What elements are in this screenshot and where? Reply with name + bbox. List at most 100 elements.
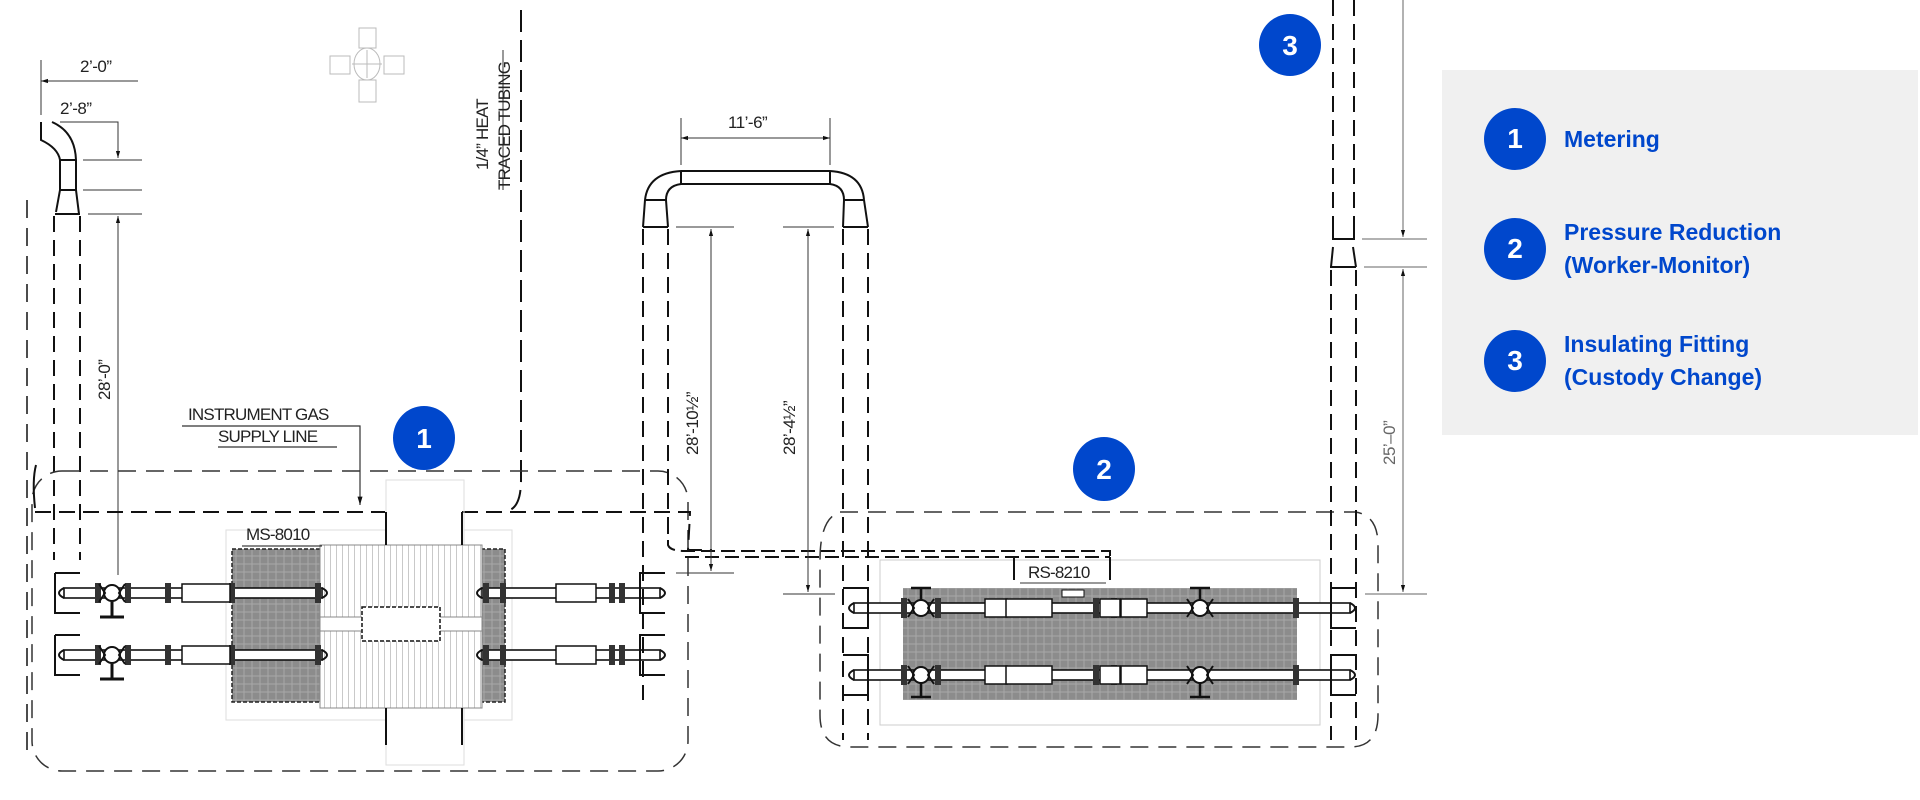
legend-label: Insulating Fitting (Custody Change) [1564,328,1762,394]
flange [483,583,489,603]
flange [1293,665,1299,685]
legend-item-pressure-reduction: 2 Pressure Reduction (Worker-Monitor) [1484,216,1781,282]
pipe-end-cap [476,649,483,661]
regulator-icon [1005,598,1053,618]
flange [95,583,101,603]
instrument-gas-label-1: INSTRUMENT GAS [188,405,329,424]
instrument-gas-leader [182,425,363,505]
valve-body [1186,598,1214,618]
flange [500,583,506,603]
valve-body [907,665,935,685]
dimension-left-offset [40,60,142,575]
pipe-support [1330,654,1356,696]
flange [609,645,615,665]
pipe-support [843,587,869,629]
dim-25ft-0in: 25’–0” [1380,420,1399,465]
regulator-icon [181,645,231,665]
dim-28ft-0in: 28’-0” [95,359,114,400]
pipe-support [54,634,80,676]
pipe-end-cap [659,649,666,661]
flange [125,645,131,665]
flange [1293,598,1299,618]
heat-traced-label-2: TRACED TUBING [495,62,514,190]
flange [1093,598,1099,618]
legend-label: Pressure Reduction (Worker-Monitor) [1564,216,1781,282]
pipe-end-cap [659,587,666,599]
regulator-icon [1099,598,1121,618]
heat-traced-tubing-line [509,10,522,511]
pipe-end-cap [58,649,65,661]
metering-skid-tag: MS-8010 [246,525,310,544]
regulator-skid [819,511,1379,748]
ball-valve-icon [1191,666,1209,684]
flange [901,665,907,685]
flange [315,645,321,665]
valve-handle [1190,683,1210,699]
valve-body [98,645,126,665]
pipe-end-cap [58,587,65,599]
regulator-icon [555,645,597,665]
legend-badge-1: 1 [1484,108,1546,170]
ball-valve-icon [103,646,121,664]
ball-valve-icon [912,666,930,684]
flange [1093,665,1099,685]
flange [935,665,941,685]
pipe-support [639,634,665,676]
pipe-end-cap [848,602,855,614]
valve-handle [100,602,124,619]
instrument-gas-label-2: SUPPLY LINE [218,427,318,446]
pipe-end-cap [476,587,483,599]
metering-skid-piping [54,572,666,681]
marker-badge-1-number: 1 [416,423,432,454]
dim-2ft-0in: 2’-0” [80,57,112,76]
flange [315,583,321,603]
legend-label-line: Metering [1564,125,1660,152]
valve-body [98,583,126,603]
dim-11ft-6in: 11’-6” [728,113,768,132]
flange [165,645,171,665]
legend-item-metering: 1 Metering [1484,108,1660,170]
ball-valve-icon [912,599,930,617]
flange [229,645,235,665]
flange [901,598,907,618]
regulator-icon [1120,598,1148,618]
pipe-support [843,654,869,696]
regulator-icon [1005,665,1053,685]
heat-traced-label-1: 1/4” HEAT [473,99,492,170]
dim-2ft-8in: 2’-8” [60,99,92,118]
regulator-icon [984,598,1008,618]
flange [619,645,625,665]
dim-28ft-10-half-in: 28’-10½” [683,391,702,455]
flange [609,583,615,603]
dim-28ft-4-half-in: 28’-4½” [780,400,799,455]
flange [935,598,941,618]
valve-handle [911,683,931,699]
flange [165,583,171,603]
flange [483,645,489,665]
marker-badge-3-number: 3 [1282,30,1298,61]
regulator-icon [984,665,1008,685]
marker-badge-1: 1 [393,406,455,470]
legend-label-line: Pressure Reduction [1564,219,1782,245]
regulator-skid-piping [843,557,1356,699]
left-riser-pipe [26,121,81,760]
flange [95,645,101,665]
legend-label-line: (Custody Change) [1564,364,1763,390]
marker-badge-2: 2 [1073,437,1135,501]
pipe-end-cap [321,649,328,661]
flange [125,583,131,603]
marker-badge-2-number: 2 [1096,454,1112,485]
regulator-icon [555,583,597,603]
regulator-icon [1099,665,1121,685]
flange [619,583,625,603]
pipe-support [54,572,80,614]
right-riser-pipe [1330,0,1357,740]
legend-label-line: Insulating Fitting [1564,331,1750,357]
legend-panel: 1 Metering 2 Pressure Reduction (Worker-… [1442,70,1918,435]
dimension-right-riser [1362,0,1427,595]
valve-body [1186,665,1214,685]
pipe-end-cap [321,587,328,599]
legend-label: Metering [1564,123,1660,156]
legend-badge-2: 2 [1484,218,1546,280]
